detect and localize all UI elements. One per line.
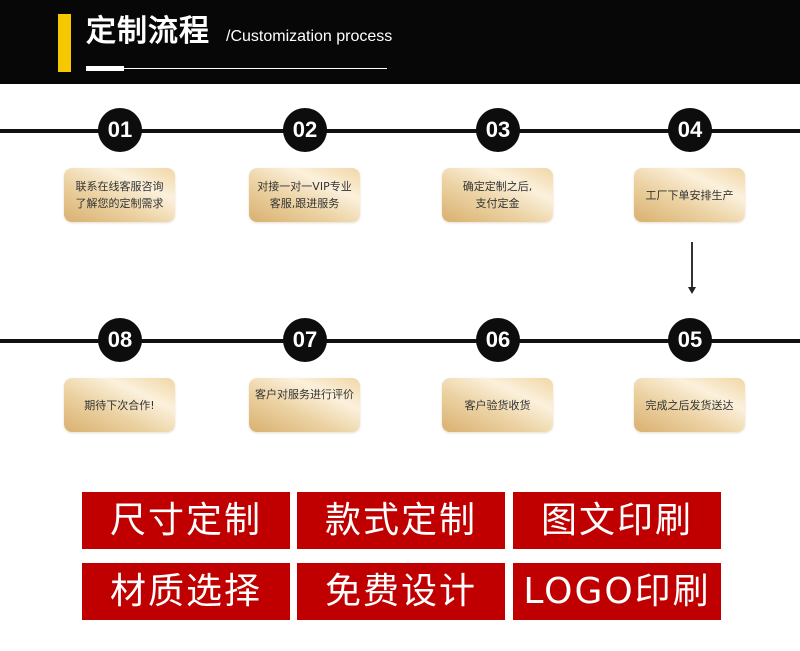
step-badge-04: 04 [668,108,712,152]
step-badge-08: 08 [98,318,142,362]
step-card-07: 客户对服务进行评价 [249,378,360,432]
feature-tag-size-custom: 尺寸定制 [82,492,290,549]
header-banner: 定制流程 /Customization process [0,0,800,84]
step-badge-02: 02 [283,108,327,152]
yellow-accent-bar [58,14,71,72]
step-card-02: 对接一对一VIP专业客服,跟进服务 [249,168,360,222]
step-card-text: 确定定制之后,支付定金 [462,180,533,210]
down-arrow-icon [691,242,693,288]
title-underline-thick [86,66,124,71]
feature-tag-style-custom: 款式定制 [297,492,505,549]
step-badge-07: 07 [283,318,327,362]
step-card-text: 客户对服务进行评价 [255,388,354,401]
step-card-text: 完成之后发货送达 [645,398,734,412]
arrow-head-icon [688,287,696,294]
step-card-03: 确定定制之后,支付定金 [442,168,553,222]
timeline-track-row-2 [0,339,800,343]
page-subtitle: /Customization process [226,28,393,45]
title-underline-thin [124,68,387,69]
step-badge-03: 03 [476,108,520,152]
step-badge-05: 05 [668,318,712,362]
step-badge-01: 01 [98,108,142,152]
feature-tag-free-design: 免费设计 [297,563,505,620]
step-card-01: 联系在线客服咨询了解您的定制需求 [64,168,175,222]
feature-tag-logo-print: LOGO印刷 [513,563,721,620]
step-card-text: 客户验货收货 [464,398,531,412]
feature-tag-material-choice: 材质选择 [82,563,290,620]
step-badge-06: 06 [476,318,520,362]
step-card-06: 客户验货收货 [442,378,553,432]
step-card-08: 期待下次合作! [64,378,175,432]
timeline-track-row-1 [0,129,800,133]
step-card-text: 工厂下单安排生产 [645,188,734,202]
step-card-05: 完成之后发货送达 [634,378,745,432]
step-card-04: 工厂下单安排生产 [634,168,745,222]
step-card-text: 期待下次合作! [84,398,155,412]
page-title: 定制流程 [86,14,210,49]
feature-tag-graphic-print: 图文印刷 [513,492,721,549]
step-card-text: 联系在线客服咨询了解您的定制需求 [75,180,164,210]
step-card-text: 对接一对一VIP专业客服,跟进服务 [257,180,352,210]
